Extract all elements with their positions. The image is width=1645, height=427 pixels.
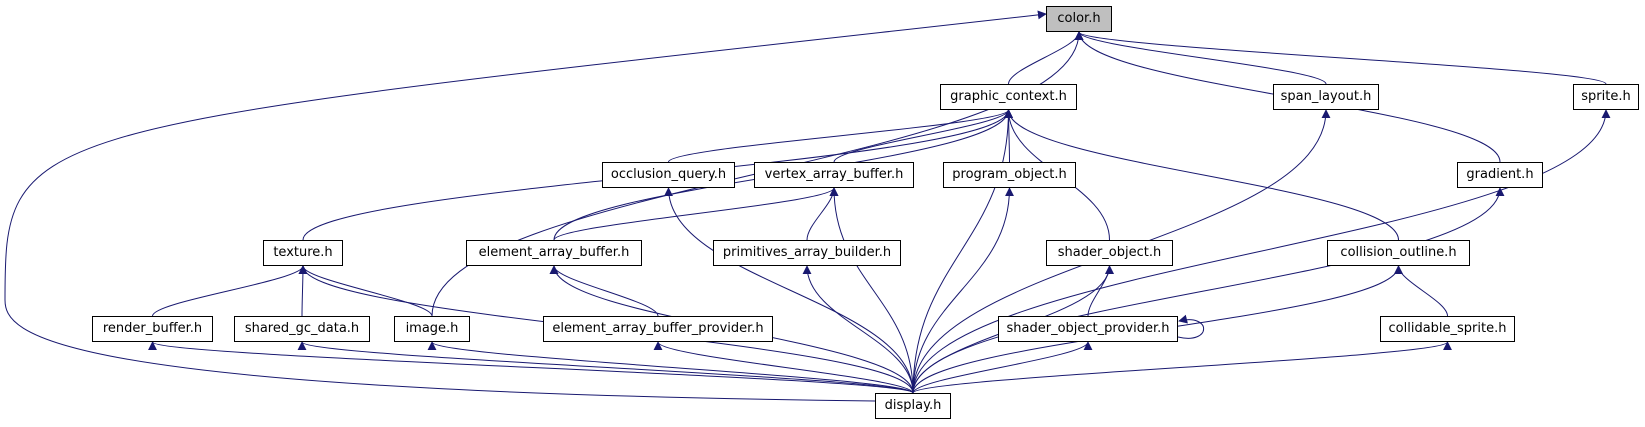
edge-graphic-context-to-color bbox=[1008, 31, 1084, 85]
edge-collision-outline-to-graphic-context bbox=[1004, 109, 1399, 241]
node-image[interactable]: image.h bbox=[394, 316, 470, 342]
edge-display-to-graphic-context bbox=[912, 109, 1013, 394]
node-element-array-buffer[interactable]: element_array_buffer.h bbox=[466, 240, 642, 266]
edge-collidable-sprite-to-collision-outline bbox=[1394, 265, 1448, 317]
node-collision-outline[interactable]: collision_outline.h bbox=[1327, 240, 1470, 266]
edge-display-to-occlusion-query bbox=[664, 187, 914, 394]
node-gradient[interactable]: gradient.h bbox=[1457, 162, 1543, 188]
edge-sprite-to-color bbox=[1074, 31, 1607, 85]
edge-element-array-buffer-to-vertex-array-buffer bbox=[553, 187, 839, 241]
edge-vertex-array-buffer-to-graphic-context bbox=[833, 109, 1013, 163]
node-shared-gc-data[interactable]: shared_gc_data.h bbox=[234, 316, 370, 342]
edge-span-layout-to-color bbox=[1074, 31, 1327, 85]
node-span-layout[interactable]: span_layout.h bbox=[1273, 84, 1379, 110]
edge-display-to-render-buffer bbox=[148, 341, 914, 394]
node-element-array-buffer-provider[interactable]: element_array_buffer_provider.h bbox=[543, 316, 773, 342]
node-texture[interactable]: texture.h bbox=[263, 240, 343, 266]
edge-display-to-element-array-buffer-provider bbox=[653, 341, 914, 394]
node-color: color.h bbox=[1046, 6, 1112, 32]
edge-render-buffer-to-texture bbox=[152, 265, 308, 317]
edge-display-to-program-object bbox=[912, 187, 1014, 394]
edge-shader-object-provider-to-shader-object-provider bbox=[1177, 314, 1204, 339]
edge-display-to-gradient bbox=[912, 187, 1505, 394]
node-primitives-array-builder[interactable]: primitives_array_builder.h bbox=[713, 240, 901, 266]
edge-display-to-primitives-array-builder bbox=[802, 265, 914, 394]
edge-display-to-collidable-sprite bbox=[912, 341, 1452, 394]
node-collidable-sprite[interactable]: collidable_sprite.h bbox=[1380, 316, 1515, 342]
node-sprite[interactable]: sprite.h bbox=[1573, 84, 1639, 110]
edge-display-to-vertex-array-buffer bbox=[829, 187, 914, 394]
edge-shared-gc-data-to-texture bbox=[298, 265, 308, 317]
node-shader-object-provider[interactable]: shader_object_provider.h bbox=[998, 316, 1178, 342]
edge-display-to-shared-gc-data bbox=[297, 341, 914, 394]
edge-shader-object-provider-to-shader-object bbox=[1087, 265, 1114, 317]
node-vertex-array-buffer[interactable]: vertex_array_buffer.h bbox=[754, 162, 914, 188]
edge-occlusion-query-to-graphic-context bbox=[668, 109, 1013, 163]
edge-display-to-shader-object-provider bbox=[912, 341, 1093, 394]
node-display[interactable]: display.h bbox=[875, 393, 951, 419]
edge-primitives-array-builder-to-vertex-array-buffer bbox=[806, 187, 839, 241]
node-render-buffer[interactable]: render_buffer.h bbox=[92, 316, 213, 342]
edge-display-to-sprite bbox=[912, 109, 1611, 394]
edge-display-to-image bbox=[427, 341, 914, 394]
edge-image-to-texture bbox=[298, 265, 433, 317]
node-graphic-context[interactable]: graphic_context.h bbox=[940, 84, 1077, 110]
node-shader-object[interactable]: shader_object.h bbox=[1046, 240, 1173, 266]
edge-display-to-color bbox=[4, 10, 1047, 402]
node-program-object[interactable]: program_object.h bbox=[943, 162, 1076, 188]
node-occlusion-query[interactable]: occlusion_query.h bbox=[602, 162, 735, 188]
edge-element-array-buffer-provider-to-element-array-buffer bbox=[549, 265, 659, 317]
